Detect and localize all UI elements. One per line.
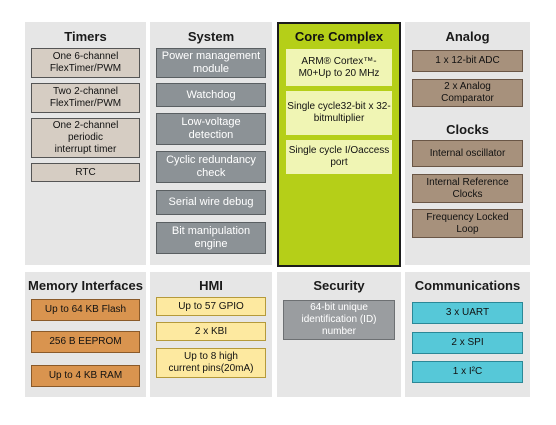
system-watchdog: Watchdog	[156, 83, 266, 107]
core-complex-title: Core Complex	[294, 29, 384, 44]
hmi-kbi: 2 x KBI	[156, 322, 266, 341]
memory-interfaces-panel: Memory Interfaces Up to 64 KB Flash 256 …	[25, 272, 146, 397]
system-title: System	[187, 29, 235, 44]
memory-interfaces-title: Memory Interfaces	[28, 278, 143, 293]
system-serial-wire-debug: Serial wire debug	[156, 190, 266, 215]
hmi-gpio: Up to 57 GPIO	[156, 297, 266, 316]
core-io-access-port: Single cycle I/Oaccess port	[286, 140, 392, 174]
clocks-title: Clocks	[446, 122, 489, 137]
memory-flash: Up to 64 KB Flash	[31, 299, 140, 321]
clocks-internal-oscillator: Internal oscillator	[412, 140, 523, 167]
core-multiplier: Single cycle32-bit x 32-bitmultiplier	[286, 91, 392, 135]
communications-title: Communications	[414, 278, 521, 293]
hmi-title: HMI	[199, 278, 223, 293]
memory-eeprom: 256 B EEPROM	[31, 331, 140, 353]
core-complex-panel: Core Complex ARM® Cortex™-M0+Up to 20 MH…	[277, 22, 401, 267]
comm-spi: 2 x SPI	[412, 332, 523, 354]
timers-title: Timers	[64, 29, 107, 44]
timers-rtc: RTC	[31, 163, 140, 182]
memory-ram: Up to 4 KB RAM	[31, 365, 140, 387]
analog-title: Analog	[445, 29, 490, 44]
comm-uart: 3 x UART	[412, 302, 523, 324]
communications-panel: Communications 3 x UART 2 x SPI 1 x I²C	[405, 272, 530, 397]
security-title: Security	[313, 278, 365, 293]
comm-i2c: 1 x I²C	[412, 361, 523, 383]
core-arm-cortex-m0: ARM® Cortex™-M0+Up to 20 MHz	[286, 49, 392, 86]
analog-adc: 1 x 12-bit ADC	[412, 50, 523, 72]
